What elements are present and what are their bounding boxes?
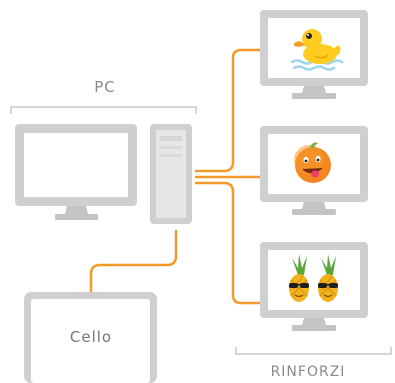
pc-tower (150, 124, 192, 224)
orange-face-icon (294, 142, 331, 183)
connectors-tower-to-displays (194, 48, 262, 305)
pineapple-sunglasses-icon-left (289, 254, 309, 302)
cello-device (24, 292, 157, 383)
rinforzi-bracket (235, 347, 392, 355)
cello-label: Cello (69, 328, 113, 346)
pc-label: PC (94, 78, 116, 96)
display-3 (260, 242, 368, 331)
pc-bracket (10, 106, 197, 114)
pineapple-sunglasses-icon-right (318, 254, 338, 302)
connector-to-display-1 (194, 48, 262, 173)
connector-to-display-3 (194, 181, 262, 305)
connector-tower-to-cello (89, 229, 178, 295)
rinforzi-label: RINFORZI (270, 364, 346, 380)
pc-monitor (15, 124, 137, 220)
rubber-duck-icon (290, 29, 344, 71)
